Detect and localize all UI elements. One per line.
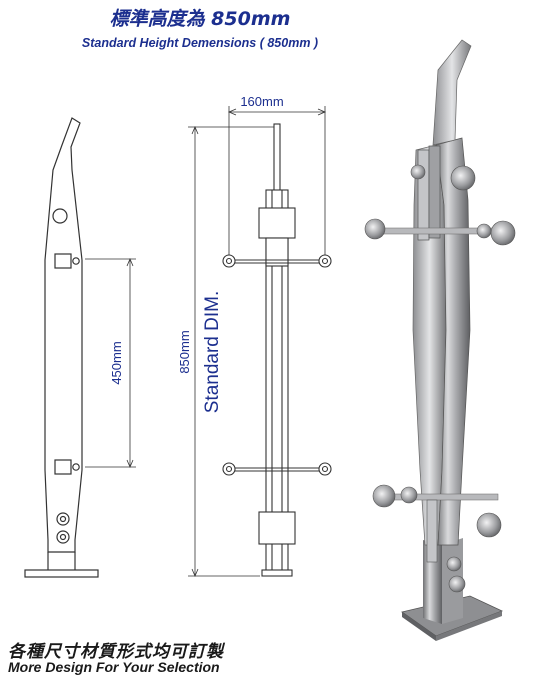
dimension-160 — [227, 106, 327, 255]
lower-bracket — [54, 459, 72, 475]
side-base-plate — [24, 569, 99, 578]
dimension-850 — [188, 125, 274, 578]
standard-dim-label: Standard DIM. — [202, 291, 223, 414]
side-hole — [52, 208, 68, 224]
upper-bracket — [54, 253, 72, 269]
post-3d-render — [364, 39, 516, 641]
front-base-plate — [261, 569, 293, 577]
front-view-drawing — [222, 123, 332, 577]
footer-english: More Design For Your Selection — [8, 659, 220, 675]
spacing-dimension-label: 450mm — [109, 341, 124, 384]
side-view-drawing — [24, 117, 99, 578]
title-chinese: 標準高度為 850mm — [109, 8, 291, 30]
footer-chinese: 各種尺寸材質形式均可訂製 — [8, 642, 224, 662]
width-dimension-label: 160mm — [240, 94, 283, 109]
title-english: Standard Height Demensions ( 850mm ) — [81, 36, 319, 50]
height-dimension-label: 850mm — [177, 330, 192, 373]
dimension-450 — [85, 257, 136, 469]
